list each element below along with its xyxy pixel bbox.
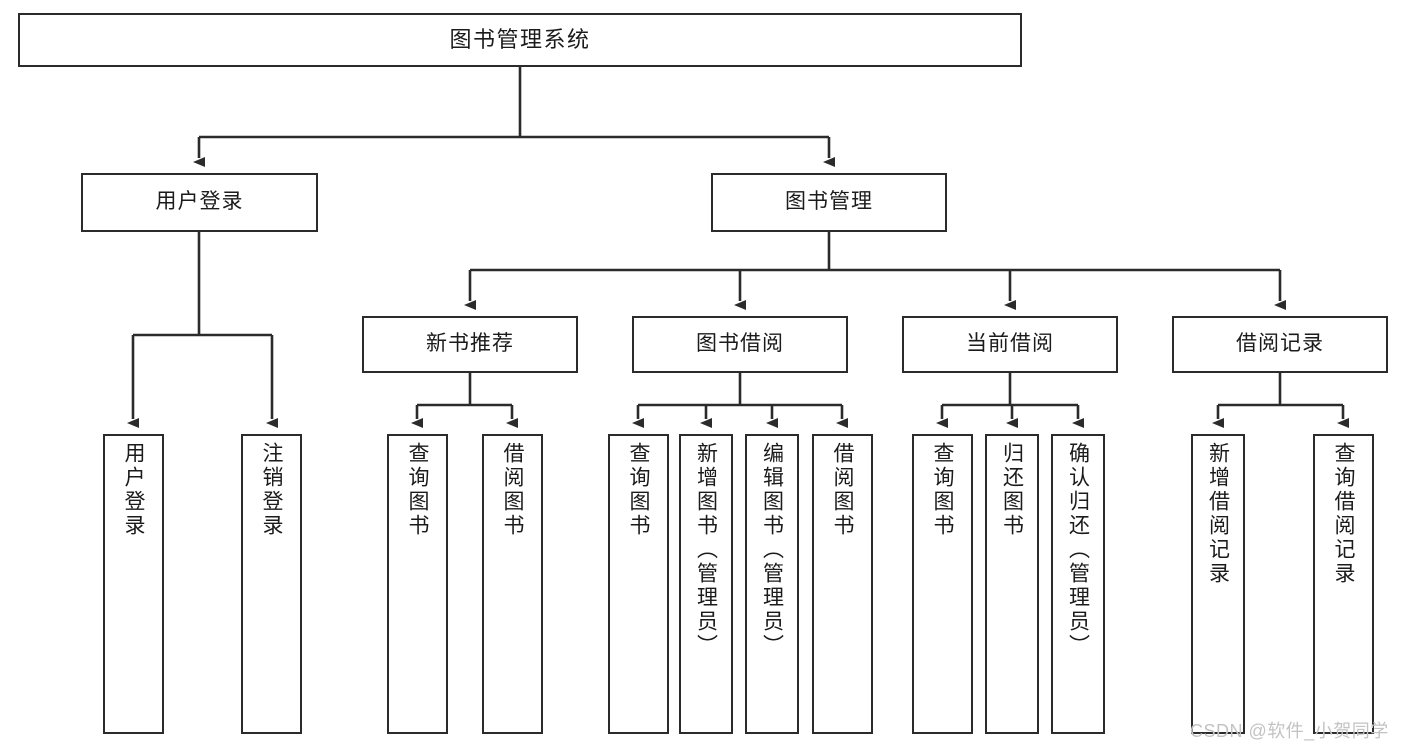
node-book-management[interactable]: 图书管理 xyxy=(711,173,947,232)
node-current-borrow-label: 当前借阅 xyxy=(966,332,1054,356)
node-current-borrow[interactable]: 当前借阅 xyxy=(902,316,1118,373)
leaf-logout-label: 注销登录 xyxy=(260,442,283,538)
node-book-borrow[interactable]: 图书借阅 xyxy=(632,316,848,373)
node-book-management-label: 图书管理 xyxy=(785,190,873,214)
node-borrow-records-label: 借阅记录 xyxy=(1236,332,1324,356)
leaf-return-book[interactable]: 归还图书 xyxy=(985,434,1039,734)
leaf-query-book-new[interactable]: 查询图书 xyxy=(387,434,448,734)
leaf-query-book-current-label: 查询图书 xyxy=(931,442,954,538)
leaf-query-book-borrow-label: 查询图书 xyxy=(627,442,650,538)
node-new-book-recommend[interactable]: 新书推荐 xyxy=(362,316,578,373)
leaf-add-book-admin[interactable]: 新增图书（管理员） xyxy=(679,434,733,734)
leaf-return-book-label: 归还图书 xyxy=(1000,442,1024,538)
leaf-borrow-book-new[interactable]: 借阅图书 xyxy=(482,434,543,734)
leaf-add-book-admin-label: 新增图书（管理员） xyxy=(694,442,718,658)
node-root[interactable]: 图书管理系统 xyxy=(18,13,1022,67)
leaf-confirm-return-admin[interactable]: 确认归还（管理员） xyxy=(1051,434,1105,734)
node-user-login[interactable]: 用户登录 xyxy=(81,173,318,232)
leaf-user-login-label: 用户登录 xyxy=(122,442,145,538)
leaf-confirm-return-admin-label: 确认归还（管理员） xyxy=(1066,442,1090,658)
leaf-query-book-new-label: 查询图书 xyxy=(406,442,429,538)
leaf-add-borrow-record-label: 新增借阅记录 xyxy=(1206,442,1230,586)
node-user-login-label: 用户登录 xyxy=(155,190,244,214)
leaf-logout[interactable]: 注销登录 xyxy=(241,434,302,734)
node-new-book-recommend-label: 新书推荐 xyxy=(426,332,514,356)
leaf-query-borrow-record[interactable]: 查询借阅记录 xyxy=(1313,434,1374,734)
node-borrow-records[interactable]: 借阅记录 xyxy=(1172,316,1388,373)
leaf-edit-book-admin[interactable]: 编辑图书（管理员） xyxy=(745,434,799,734)
leaf-borrow-book-label: 借阅图书 xyxy=(831,442,854,538)
leaf-borrow-book[interactable]: 借阅图书 xyxy=(812,434,873,734)
leaf-user-login[interactable]: 用户登录 xyxy=(103,434,164,734)
csdn-watermark: CSDN @软件_小贺同学 xyxy=(1190,721,1389,741)
node-book-borrow-label: 图书借阅 xyxy=(696,332,784,356)
leaf-edit-book-admin-label: 编辑图书（管理员） xyxy=(760,442,784,658)
leaf-add-borrow-record[interactable]: 新增借阅记录 xyxy=(1191,434,1245,734)
leaf-query-book-borrow[interactable]: 查询图书 xyxy=(608,434,669,734)
leaf-borrow-book-new-label: 借阅图书 xyxy=(501,442,524,538)
leaf-query-book-current[interactable]: 查询图书 xyxy=(912,434,973,734)
leaf-query-borrow-record-label: 查询借阅记录 xyxy=(1332,442,1355,586)
node-root-label: 图书管理系统 xyxy=(449,27,591,53)
